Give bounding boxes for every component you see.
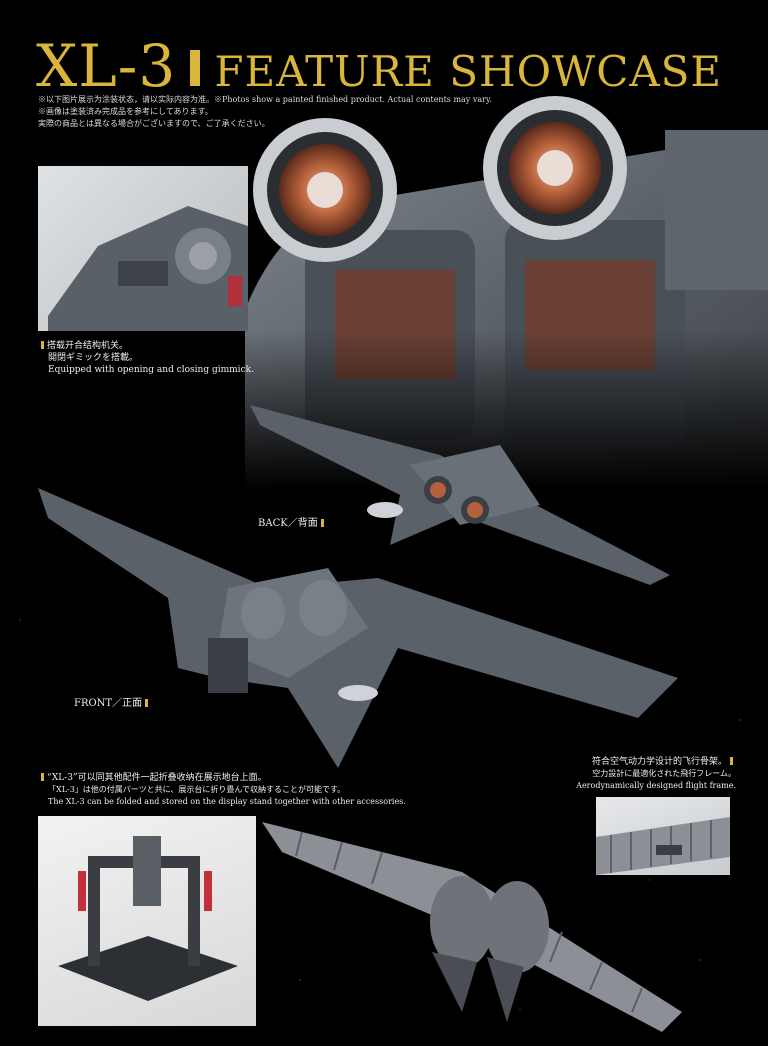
- note-line: 実際の商品とは異なる場合がございますので、ご了承ください。: [38, 119, 270, 128]
- gimmick-caption-en: Equipped with opening and closing gimmic…: [48, 365, 254, 375]
- caption-marker: [730, 757, 733, 765]
- title-sub: FEATURE SHOWCASE: [214, 47, 723, 96]
- frame-caption-zh: 符合空气动力学设计的飞行骨架。: [591, 757, 727, 767]
- flight-frame-detail-image: [596, 817, 730, 875]
- frame-caption-ja: 空力設計に最適化された飛行フレーム。: [592, 769, 736, 778]
- flight-frame-detail-photo: [596, 797, 730, 875]
- back-label: BACK／背面: [258, 514, 327, 529]
- fold-caption: “XL-3”可以同其他配件一起折叠收纳在展示地台上面。 「XL-3」は他の付属パ…: [38, 772, 406, 808]
- fold-caption-zh: “XL-3”可以同其他配件一起折叠收纳在展示地台上面。: [47, 773, 267, 783]
- display-stand-photo: [38, 816, 256, 1026]
- display-stand-image: [58, 836, 238, 1001]
- caption-marker: [41, 341, 44, 349]
- gimmick-caption: 搭载开合结构机关。 開閉ギミックを搭載。 Equipped with openi…: [38, 340, 254, 376]
- gimmick-detail-image: [48, 206, 248, 331]
- flight-frame-skeleton-image: [262, 822, 682, 1032]
- front-view-aircraft-image: [38, 488, 678, 768]
- caption-marker: [41, 773, 44, 781]
- title-divider-bar: [190, 50, 201, 86]
- label-marker: [145, 699, 149, 707]
- fold-caption-en: The XL-3 can be folded and stored on the…: [48, 797, 406, 806]
- label-marker: [320, 519, 324, 527]
- frame-caption-en: Aerodynamically designed flight frame.: [576, 781, 736, 790]
- note-line: ※画像は塗装済み完成品を参考にしてあります。: [38, 107, 213, 116]
- gimmick-detail-photo: [38, 166, 248, 331]
- gimmick-caption-ja: 開閉ギミックを搭載。: [48, 353, 139, 363]
- fold-caption-ja: 「XL-3」は他の付属パーツと共に、展示台に折り畳んで収納することが可能です。: [48, 785, 346, 794]
- title-main: XL-3: [36, 32, 177, 100]
- back-view-aircraft-image: [250, 405, 670, 585]
- front-label-text: FRONT／正面: [74, 698, 143, 709]
- hero-thruster-image: [245, 90, 768, 490]
- frame-caption: 符合空气动力学设计的飞行骨架。 空力設計に最適化された飛行フレーム。 Aerod…: [566, 756, 736, 792]
- gimmick-caption-zh: 搭载开合结构机关。: [47, 341, 129, 351]
- page-title: XL-3 FEATURE SHOWCASE: [36, 36, 722, 96]
- front-label: FRONT／正面: [74, 694, 151, 709]
- back-label-text: BACK／背面: [258, 518, 318, 529]
